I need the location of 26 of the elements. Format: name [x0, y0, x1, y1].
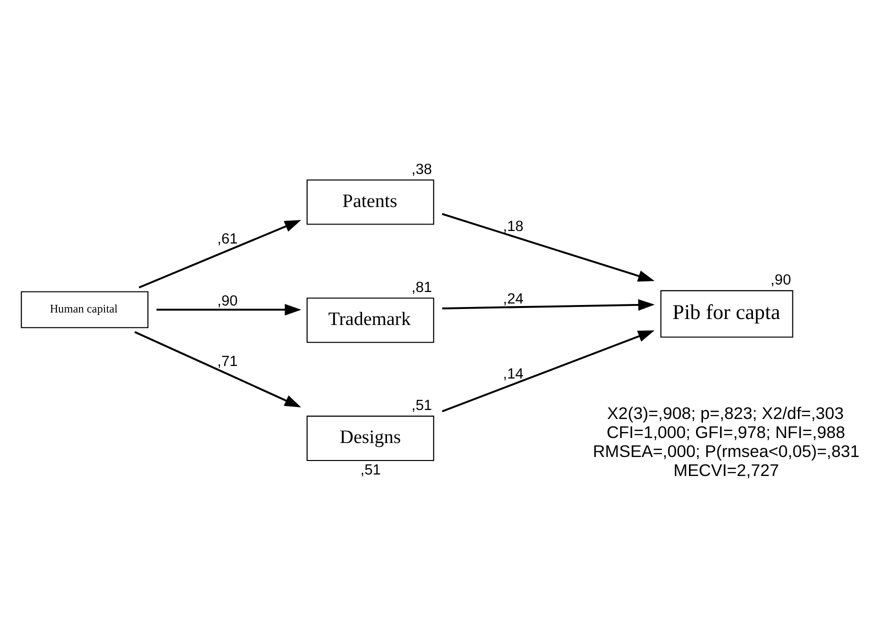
node-box: Trademark [306, 297, 434, 342]
label: MECVI=2,727 [674, 460, 779, 480]
edge-label: ,24 [503, 291, 524, 308]
label: X2(3)=,908; p=,823; X2/df=,303 [607, 404, 844, 423]
edge-label: ,61 [217, 230, 238, 247]
edge-label: ,14 [503, 366, 524, 382]
arrow [156, 303, 302, 315]
edge-label: ,71 [217, 353, 238, 370]
node-label: ,90 [770, 272, 792, 288]
edge-label: ,18 [503, 218, 524, 234]
arrow [442, 212, 655, 282]
edge-label: ,90 [217, 293, 238, 310]
node-label: ,81 [412, 279, 432, 296]
node-box: Designs [306, 415, 434, 460]
node-label: ,51 [360, 462, 381, 478]
label: RMSEA=,000; P(rmsea<0,05)=,831 [592, 442, 860, 461]
node-box: Patents [306, 178, 434, 224]
node-label: ,51 [412, 398, 432, 414]
node-label: ,38 [412, 161, 432, 178]
label: CFI=1,000; GFI=,978; NFI=,988 [606, 422, 846, 442]
arrow [442, 330, 655, 412]
arrow [134, 330, 302, 407]
node-box: Human capital [20, 290, 148, 328]
node-box: Pib for capta [660, 290, 794, 338]
arrow [138, 219, 302, 288]
arrow [442, 298, 655, 310]
